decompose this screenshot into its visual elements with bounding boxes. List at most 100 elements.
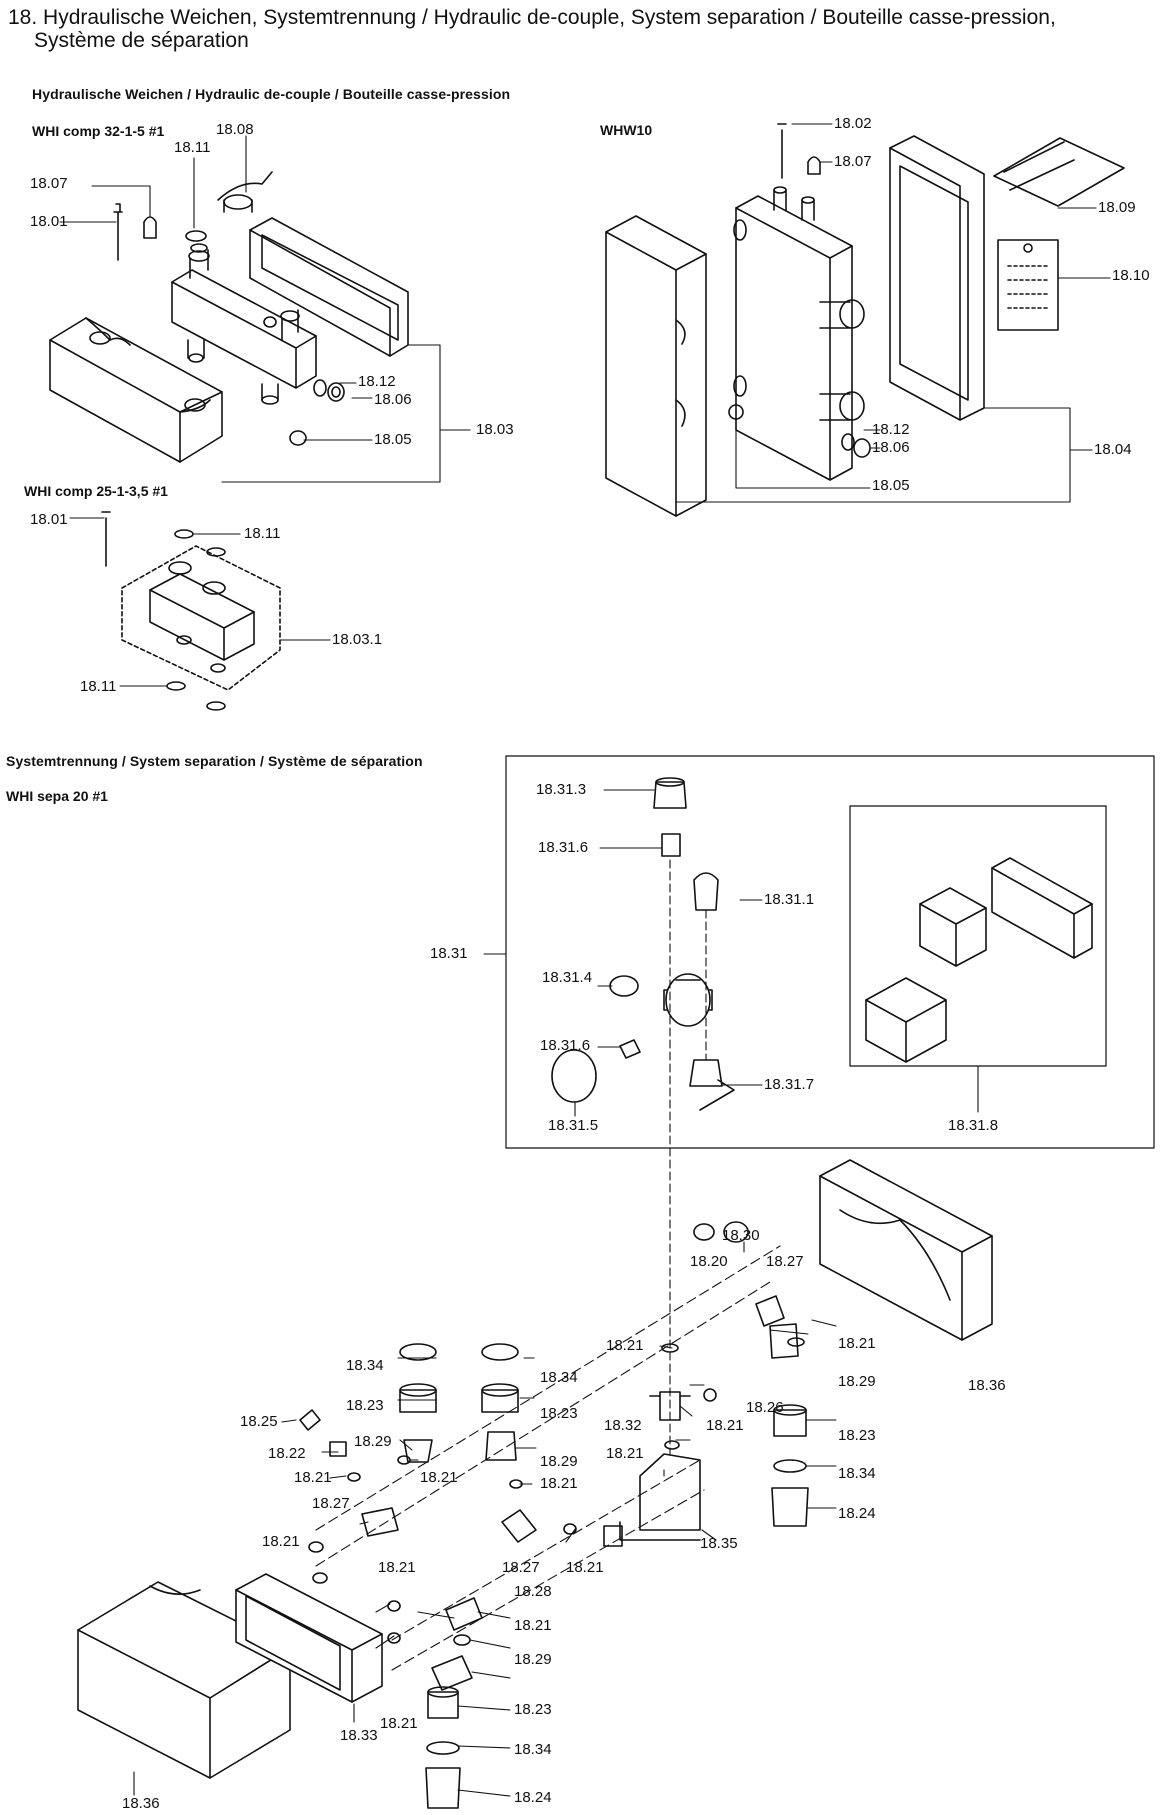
- model-whi-comp-25: WHI comp 25-1-3,5 #1: [24, 483, 168, 499]
- bracket-18-08: [217, 171, 273, 213]
- wall-bracket-18-09: [993, 137, 1125, 207]
- callout-18-03: 18.03: [476, 421, 514, 438]
- callout-18-23-middle: 18.23: [540, 1405, 578, 1422]
- section-heading-separation: Systemtrennung / System separation / Sys…: [6, 753, 423, 769]
- callout-18-10: 18.10: [1112, 267, 1150, 284]
- callout-18-34-middle: 18.34: [540, 1369, 578, 1386]
- callout-18-07: 18.07: [30, 175, 68, 192]
- callout-18-29-bottom: 18.29: [514, 1651, 552, 1668]
- callout-18-21-c: 18.21: [706, 1417, 744, 1434]
- callout-18-31-7: 18.31.7: [764, 1076, 815, 1093]
- callout-18-11: 18.11: [174, 139, 211, 156]
- group-box-18-31: [505, 755, 1155, 1149]
- insulation-front-32: [49, 317, 223, 463]
- callout-18-29-left: 18.29: [354, 1433, 392, 1450]
- callout-18-35: 18.35: [700, 1535, 738, 1552]
- callout-18-20: 18.20: [690, 1253, 728, 1270]
- manifold-32: [171, 243, 317, 405]
- callout-18-21-i: 18.21: [378, 1559, 416, 1576]
- air-vent-18-07: [143, 216, 157, 239]
- callout-18-31-6-top: 18.31.6: [538, 839, 589, 856]
- manifold-whw10: [733, 186, 865, 481]
- callout-18-29-middle: 18.29: [540, 1453, 578, 1470]
- model-whw10: WHW10: [600, 122, 653, 138]
- section-heading-hydraulic: Hydraulische Weichen / Hydraulic de-coup…: [32, 86, 511, 102]
- callout-18-06: 18.06: [374, 391, 412, 408]
- insulation-right-18-36: [819, 1159, 993, 1341]
- callout-18-31-3: 18.31.3: [536, 781, 587, 798]
- plug-18-05: [289, 430, 307, 446]
- insulation-18-31-8: [865, 857, 1093, 1113]
- callout-18-23-left: 18.23: [346, 1397, 384, 1414]
- callout-18-02: 18.02: [834, 115, 872, 132]
- callout-18-27-left: 18.27: [312, 1495, 350, 1512]
- callout-18-31-8: 18.31.8: [948, 1117, 999, 1134]
- callout-18-21-g: 18.21: [540, 1475, 578, 1492]
- sensor-18-01: [113, 203, 123, 261]
- air-vent-18-07-whw10: [807, 156, 821, 175]
- callout-18-31-5: 18.31.5: [548, 1117, 599, 1134]
- callout-18-31-1: 18.31.1: [764, 891, 815, 908]
- callout-18-27-middle: 18.27: [502, 1559, 540, 1576]
- callout-18-01-comp25: 18.01: [30, 511, 68, 528]
- callout-18-11-comp25-bottom: 18.11: [80, 678, 117, 695]
- callout-18-11-comp25-top: 18.11: [244, 525, 281, 542]
- screw-pack-18-10: [997, 239, 1059, 331]
- callout-18-06-whw10: 18.06: [872, 439, 910, 456]
- callout-18-21-a: 18.21: [606, 1337, 644, 1354]
- callout-18-34-right: 18.34: [838, 1465, 876, 1482]
- callout-18-25: 18.25: [240, 1413, 278, 1430]
- callout-18-31-4: 18.31.4: [542, 969, 593, 986]
- callout-18-01: 18.01: [30, 213, 68, 230]
- callout-18-34-bottom: 18.34: [514, 1741, 552, 1758]
- callout-18-32: 18.32: [604, 1417, 642, 1434]
- page-title: 18. Hydraulische Weichen, Systemtrennung…: [8, 6, 1056, 52]
- callout-18-05-whw10: 18.05: [872, 477, 910, 494]
- title-line-1: 18. Hydraulische Weichen, Systemtrennung…: [8, 6, 1056, 29]
- sensor-18-02: [777, 123, 787, 179]
- callout-18-21-f: 18.21: [420, 1469, 458, 1486]
- callout-18-21-j: 18.21: [566, 1559, 604, 1576]
- callout-18-31-6-bottom: 18.31.6: [540, 1037, 591, 1054]
- callout-18-30: 18.30: [722, 1227, 760, 1244]
- callout-18-31: 18.31: [430, 945, 468, 962]
- callout-18-04: 18.04: [1094, 441, 1132, 458]
- callout-18-21-b: 18.21: [838, 1335, 876, 1352]
- callout-18-21-d: 18.21: [606, 1445, 644, 1462]
- fittings-18-12-18-06: [313, 379, 345, 402]
- callout-18-24-bottom: 18.24: [514, 1789, 552, 1806]
- callout-18-36-left: 18.36: [122, 1795, 160, 1812]
- callout-18-24-right: 18.24: [838, 1505, 876, 1522]
- seal-18-11: [185, 230, 207, 242]
- callout-18-36-right: 18.36: [968, 1377, 1006, 1394]
- fittings-whw10: [728, 404, 871, 458]
- callout-18-08: 18.08: [216, 121, 254, 138]
- callout-18-21-k: 18.21: [514, 1617, 552, 1634]
- model-whi-comp-32: WHI comp 32-1-5 #1: [32, 123, 165, 139]
- callout-18-12: 18.12: [358, 373, 396, 390]
- callout-18-21-e: 18.21: [294, 1469, 332, 1486]
- callout-18-27-right: 18.27: [766, 1253, 804, 1270]
- callout-18-21-h: 18.21: [262, 1533, 300, 1550]
- whi-comp-32-assembly: [49, 135, 471, 483]
- callout-18-23-bottom: 18.23: [514, 1701, 552, 1718]
- callout-18-29-right: 18.29: [838, 1373, 876, 1390]
- callout-18-34-left: 18.34: [346, 1357, 384, 1374]
- model-whi-sepa-20: WHI sepa 20 #1: [6, 788, 108, 804]
- insulation-right-whw10: [889, 135, 985, 421]
- callout-18-33: 18.33: [340, 1727, 378, 1744]
- callout-18-21-l: 18.21: [380, 1715, 418, 1732]
- callout-18-12-whw10: 18.12: [872, 421, 910, 438]
- callout-18-23-right: 18.23: [838, 1427, 876, 1444]
- whw10-assembly: [605, 123, 1125, 517]
- pipework-parts: [299, 1221, 809, 1809]
- whi-comp-25-assembly: [69, 511, 331, 711]
- callout-18-07-whw10: 18.07: [834, 153, 872, 170]
- callout-18-28: 18.28: [514, 1583, 552, 1600]
- safety-group-18-31: [551, 777, 763, 1531]
- callout-18-22: 18.22: [268, 1445, 306, 1462]
- heat-exchanger-18-33: [235, 1573, 383, 1723]
- callout-18-26: 18.26: [746, 1399, 784, 1416]
- callout-18-03-1: 18.03.1: [332, 631, 383, 648]
